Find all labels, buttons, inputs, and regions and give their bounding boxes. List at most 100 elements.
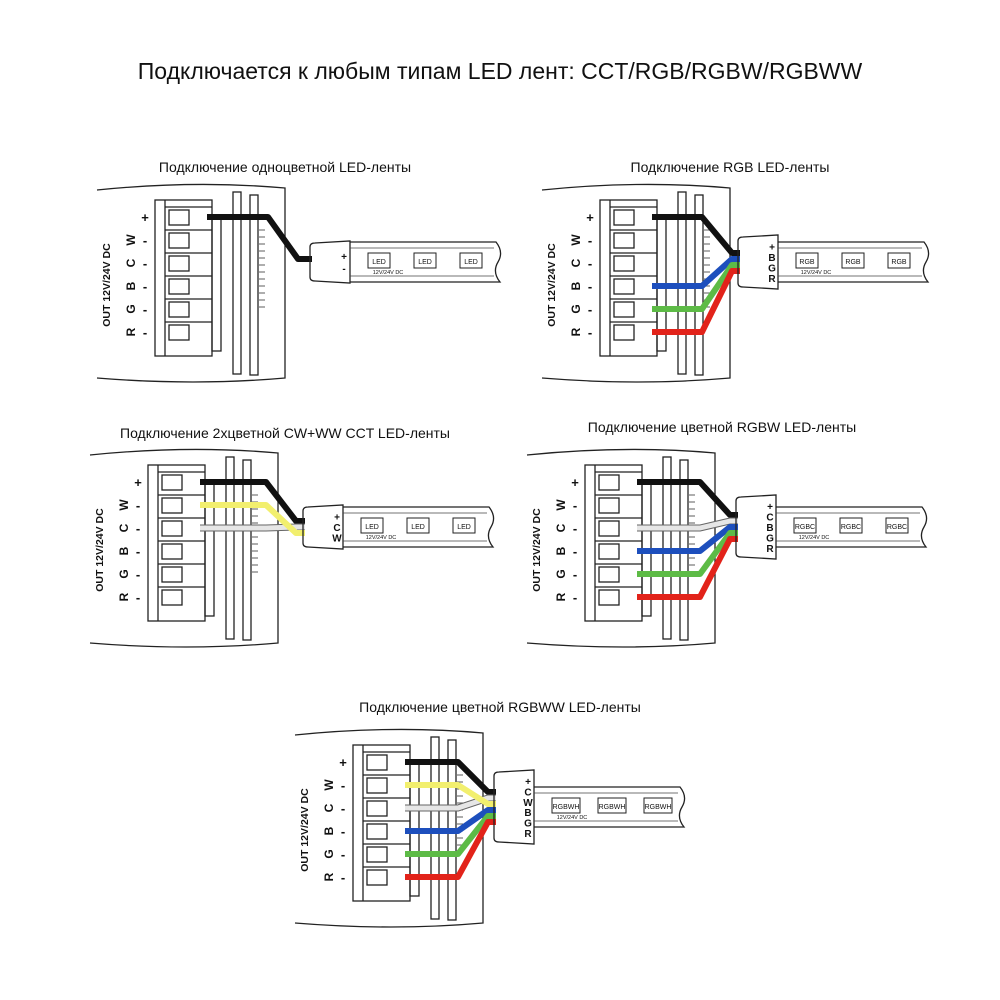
connector-pin-label: C [524, 788, 531, 799]
led-chip-label: LED [365, 524, 379, 531]
led-chip [597, 797, 627, 814]
connector-pin-label: W [523, 798, 533, 809]
wire-r [637, 536, 738, 600]
terminal-slot [168, 278, 190, 295]
terminal-sign: - [573, 521, 577, 536]
channel-letter: C [124, 258, 138, 267]
channel-letter: C [322, 803, 336, 812]
terminal-slot [598, 589, 620, 606]
led-chip [413, 252, 437, 269]
wire-g [637, 530, 738, 577]
terminal-slot [598, 543, 620, 560]
connector-pin-label: G [766, 533, 774, 544]
channel-letter: B [124, 281, 138, 290]
terminal-sign: - [143, 279, 147, 294]
terminal-sign: + [586, 210, 594, 225]
board-rail [225, 456, 235, 640]
led-chip [551, 797, 581, 814]
wire-b [637, 524, 738, 554]
channel-letter: B [554, 546, 568, 555]
terminal-sign: - [573, 544, 577, 559]
connector-pin-label: B [524, 808, 531, 819]
terminal-slot [366, 800, 388, 817]
connector-pin-label: W [332, 534, 342, 545]
led-chip [452, 517, 476, 534]
terminal-sign: - [341, 847, 345, 862]
connector-pin-label: + [334, 512, 340, 523]
led-chip [885, 517, 909, 534]
terminal-sign: - [341, 778, 345, 793]
terminal-slot [168, 301, 190, 318]
terminal-slot [366, 823, 388, 840]
channel-letter: R [117, 592, 131, 601]
terminal-sign: - [143, 233, 147, 248]
channel-letter: G [322, 849, 336, 858]
terminal-sign: + [134, 475, 142, 490]
terminal-slot [598, 474, 620, 491]
terminal-sign: - [588, 302, 592, 317]
diagram-caption: Подключение цветной RGBW LED-ленты [588, 419, 856, 435]
connector-pin-label: G [524, 819, 532, 830]
terminal-slot [366, 777, 388, 794]
channel-letter: B [117, 546, 131, 555]
wire-c [405, 795, 496, 811]
wire-+ [200, 479, 305, 524]
strip-connector [302, 504, 344, 550]
terminal-block [352, 744, 411, 902]
terminal-slot [366, 754, 388, 771]
terminal-slot [613, 324, 635, 341]
diagram-rgbw: Подключение цветной RGBW LED-лентыWCBGR+… [526, 419, 928, 648]
page-title: Подключается к любым типам LED лент: CCT… [137, 58, 863, 84]
diagram-rgb: Подключение RGB LED-лентыWCBGR+-----OUT … [541, 159, 930, 383]
connector-pin-label: C [766, 513, 773, 524]
terminal-sign: - [143, 325, 147, 340]
strip-voltage: 12V/24V DC [366, 535, 397, 541]
terminal-sign: + [339, 755, 347, 770]
terminal-sign: + [141, 210, 149, 225]
terminal-slot [161, 566, 183, 583]
channel-letter: C [554, 523, 568, 532]
channel-letter: W [554, 499, 568, 511]
strip-connector [309, 240, 351, 284]
channel-letter: B [569, 281, 583, 290]
strip-voltage: 12V/24V DC [801, 270, 832, 276]
led-strip [534, 786, 686, 828]
terminal-sign: - [573, 498, 577, 513]
out-label: OUT 12V/24V DC [101, 243, 113, 327]
led-chip-label: LED [464, 259, 478, 266]
strip-voltage: 12V/24V DC [557, 815, 588, 821]
led-chip [360, 517, 384, 534]
channel-letter: R [322, 872, 336, 881]
led-chip-label: RGBWH [553, 804, 580, 811]
wire-r [405, 819, 496, 880]
wire-g [405, 813, 496, 857]
terminal-slot [161, 497, 183, 514]
wire-c [637, 518, 738, 531]
terminal-slot [613, 278, 635, 295]
connector-pin-label: + [769, 242, 775, 253]
strip-voltage: 12V/24V DC [373, 270, 404, 276]
led-chip [459, 252, 483, 269]
connector-pin-label: B [768, 253, 775, 264]
wire-c [200, 524, 305, 531]
terminal-slot [161, 589, 183, 606]
channel-letter: W [124, 234, 138, 246]
terminal-slot [168, 209, 190, 226]
terminal-slot [613, 301, 635, 318]
controller-housing [96, 183, 286, 383]
strip-connector [493, 769, 535, 845]
wire-+ [637, 479, 738, 518]
led-chip-label: RGBWH [645, 804, 672, 811]
terminal-slot [613, 232, 635, 249]
terminal-sign: - [588, 256, 592, 271]
terminal-block [584, 464, 643, 622]
diagram-rgbww: Подключение цветной RGBWW LED-лентыWCBGR… [294, 699, 686, 928]
diagram-single-color: Подключение одноцветной LED-лентыWCBGR+-… [96, 159, 502, 383]
terminal-sign: - [588, 325, 592, 340]
terminal-slot [366, 869, 388, 886]
diagram-caption: Подключение RGB LED-ленты [631, 159, 830, 175]
connector-pin-label: B [766, 523, 773, 534]
controller-housing [89, 448, 279, 648]
channel-letter: B [322, 826, 336, 835]
terminal-sign: - [588, 233, 592, 248]
